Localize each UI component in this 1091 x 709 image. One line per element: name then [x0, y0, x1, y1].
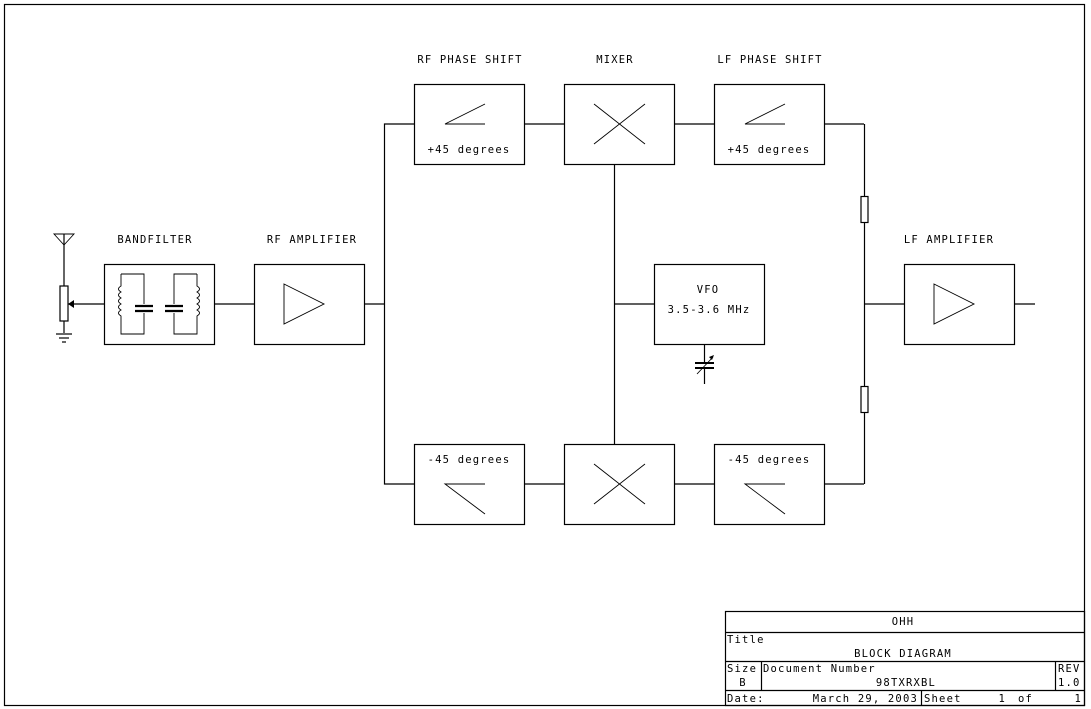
company-name: OHH	[892, 616, 915, 628]
size-label: Size	[727, 663, 757, 675]
phase-shift-minus-icon	[443, 483, 486, 515]
variable-capacitor-icon	[695, 345, 714, 384]
date-value: March 29, 2003	[813, 693, 918, 705]
bandfilter-block[interactable]	[103, 263, 216, 346]
rf-amplifier-label: RF AMPLIFIER	[267, 234, 357, 246]
rf-amplifier-block[interactable]	[253, 263, 366, 346]
mixer-heading: MIXER	[596, 54, 634, 66]
rf-phase-bottom-caption: -45 degrees	[428, 454, 511, 466]
sheet-total: 1	[1074, 693, 1082, 705]
lf-phase-top-caption: +45 degrees	[728, 144, 811, 156]
potentiometer-icon	[59, 285, 104, 333]
rev-label: REV	[1058, 663, 1081, 675]
date-label: Date:	[727, 693, 765, 705]
sheet-border	[3, 3, 1086, 707]
mixer-top-block[interactable]	[563, 83, 676, 166]
amplifier-triangle-icon	[283, 283, 326, 325]
rf-phase-top-caption: +45 degrees	[428, 144, 511, 156]
vfo-name: VFO	[697, 284, 720, 296]
phase-shift-plus-icon	[444, 103, 486, 125]
resistor-icon	[860, 195, 869, 224]
document-number-label: Document Number	[763, 663, 876, 675]
phase-shift-plus-icon	[744, 103, 786, 125]
title-label: Title	[727, 634, 765, 646]
vfo-block[interactable]: VFO 3.5-3.6 MHz	[653, 263, 766, 346]
lf-amplifier-label: LF AMPLIFIER	[904, 234, 994, 246]
lf-phase-shift-top-block[interactable]: +45 degrees	[713, 83, 826, 166]
mixer-x-icon	[593, 103, 646, 145]
lf-phase-shift-bottom-block[interactable]: -45 degrees	[713, 443, 826, 526]
rf-phase-shift-bottom-block[interactable]: -45 degrees	[413, 443, 526, 526]
phase-shift-minus-icon	[743, 483, 786, 515]
title-block: OHH Title BLOCK DIAGRAM Size B Document …	[724, 610, 1086, 707]
mixer-x-icon	[593, 463, 646, 505]
antenna-icon	[52, 233, 76, 286]
document-number: 98TXRXBL	[876, 677, 936, 689]
sheet-number: 1	[998, 693, 1006, 705]
sheet-label: Sheet	[924, 693, 962, 705]
lf-amplifier-block[interactable]	[903, 263, 1016, 346]
rev-value: 1.0	[1058, 677, 1081, 689]
rf-phase-shift-top-block[interactable]: +45 degrees	[413, 83, 526, 166]
amplifier-triangle-icon	[933, 283, 976, 325]
of-label: of	[1018, 693, 1033, 705]
mixer-bottom-block[interactable]	[563, 443, 676, 526]
resistor-icon	[860, 385, 869, 414]
drawing-title: BLOCK DIAGRAM	[854, 648, 952, 660]
lf-phase-bottom-caption: -45 degrees	[728, 454, 811, 466]
size-value: B	[739, 677, 747, 689]
lc-tank-icon	[118, 273, 200, 335]
rf-phase-shift-heading: RF PHASE SHIFT	[417, 54, 522, 66]
bandfilter-label: BANDFILTER	[117, 234, 192, 246]
ground-icon	[56, 333, 72, 343]
vfo-range: 3.5-3.6 MHz	[668, 304, 751, 316]
lf-phase-shift-heading: LF PHASE SHIFT	[717, 54, 822, 66]
